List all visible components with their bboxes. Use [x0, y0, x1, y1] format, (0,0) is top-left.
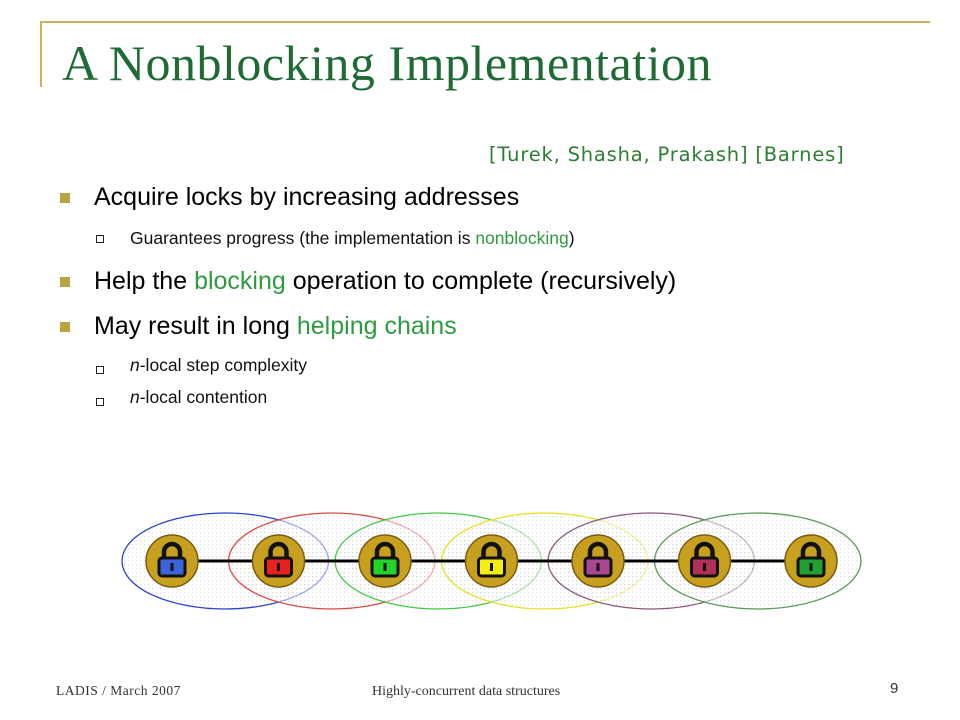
- bullet-acquire-locks: Acquire locks by increasing addresses: [94, 183, 519, 212]
- bullet-marker: [60, 277, 70, 287]
- lock-node: [571, 534, 625, 588]
- slide-title: A Nonblocking Implementation: [62, 35, 713, 91]
- footer-date: LADIS / March 2007: [56, 683, 181, 698]
- lock-keyhole: [703, 563, 706, 571]
- bullet-help-blocking: Help the blocking operation to complete …: [94, 267, 676, 296]
- lock-node: [677, 534, 732, 588]
- bullet-text: Help the: [94, 267, 195, 295]
- subbullet-marker: [96, 235, 104, 243]
- lock-keyhole: [490, 563, 493, 571]
- lock-shackle: [161, 541, 183, 559]
- slide-number: 9: [890, 680, 899, 697]
- lock-shackle: [481, 541, 502, 559]
- italic-n: n: [130, 355, 140, 375]
- citation: [Turek, Shasha, Prakash] [Barnes]: [489, 143, 845, 166]
- lock-keyhole: [809, 563, 813, 571]
- lock-keyhole: [170, 563, 174, 571]
- highlight-nonblocking: nonblocking: [475, 228, 569, 248]
- bullet-marker: [60, 193, 70, 203]
- lock-shackle: [374, 541, 396, 559]
- lock-node: [145, 534, 199, 588]
- lock-node: [464, 534, 519, 588]
- subbullet-text: -local step complexity: [139, 355, 308, 375]
- lock-node: [784, 534, 838, 588]
- bullet-text: May result in long: [94, 312, 297, 340]
- lock-keyhole: [277, 563, 280, 571]
- lock-keyhole: [596, 563, 600, 571]
- lock-shackle: [800, 541, 822, 559]
- subbullet-marker: [96, 366, 104, 374]
- subbullet-guarantees: Guarantees progress (the implementation …: [130, 228, 575, 249]
- subbullet-step-complexity: n-local step complexity: [130, 355, 307, 376]
- bullet-helping-chains: May result in long helping chains: [94, 312, 457, 341]
- subbullet-text: -local contention: [139, 387, 268, 407]
- footer-title: Highly-concurrent data structures: [372, 684, 561, 699]
- subbullet-text: Guarantees progress (the implementation …: [130, 228, 476, 248]
- lock-node: [358, 534, 412, 588]
- highlight-blocking: blocking: [194, 267, 286, 295]
- subbullet-text-end: ): [568, 228, 575, 248]
- highlight-helping-chains: helping chains: [296, 312, 457, 340]
- lock-shackle: [587, 541, 609, 559]
- top-border-line: [40, 21, 930, 23]
- left-border-line: [40, 21, 42, 87]
- lock-shackle: [268, 541, 289, 559]
- subbullet-contention: n-local contention: [130, 387, 267, 408]
- bullet-marker: [60, 322, 70, 332]
- italic-n: n: [130, 387, 140, 407]
- lock-nodes: [145, 534, 838, 588]
- bullet-text: Acquire locks by increasing addresses: [94, 183, 520, 211]
- subbullet-marker: [96, 398, 104, 406]
- bullet-text-end: operation to complete (recursively): [285, 267, 677, 295]
- lock-shackle: [694, 541, 715, 559]
- lock-keyhole: [383, 563, 387, 571]
- lock-node: [251, 534, 306, 588]
